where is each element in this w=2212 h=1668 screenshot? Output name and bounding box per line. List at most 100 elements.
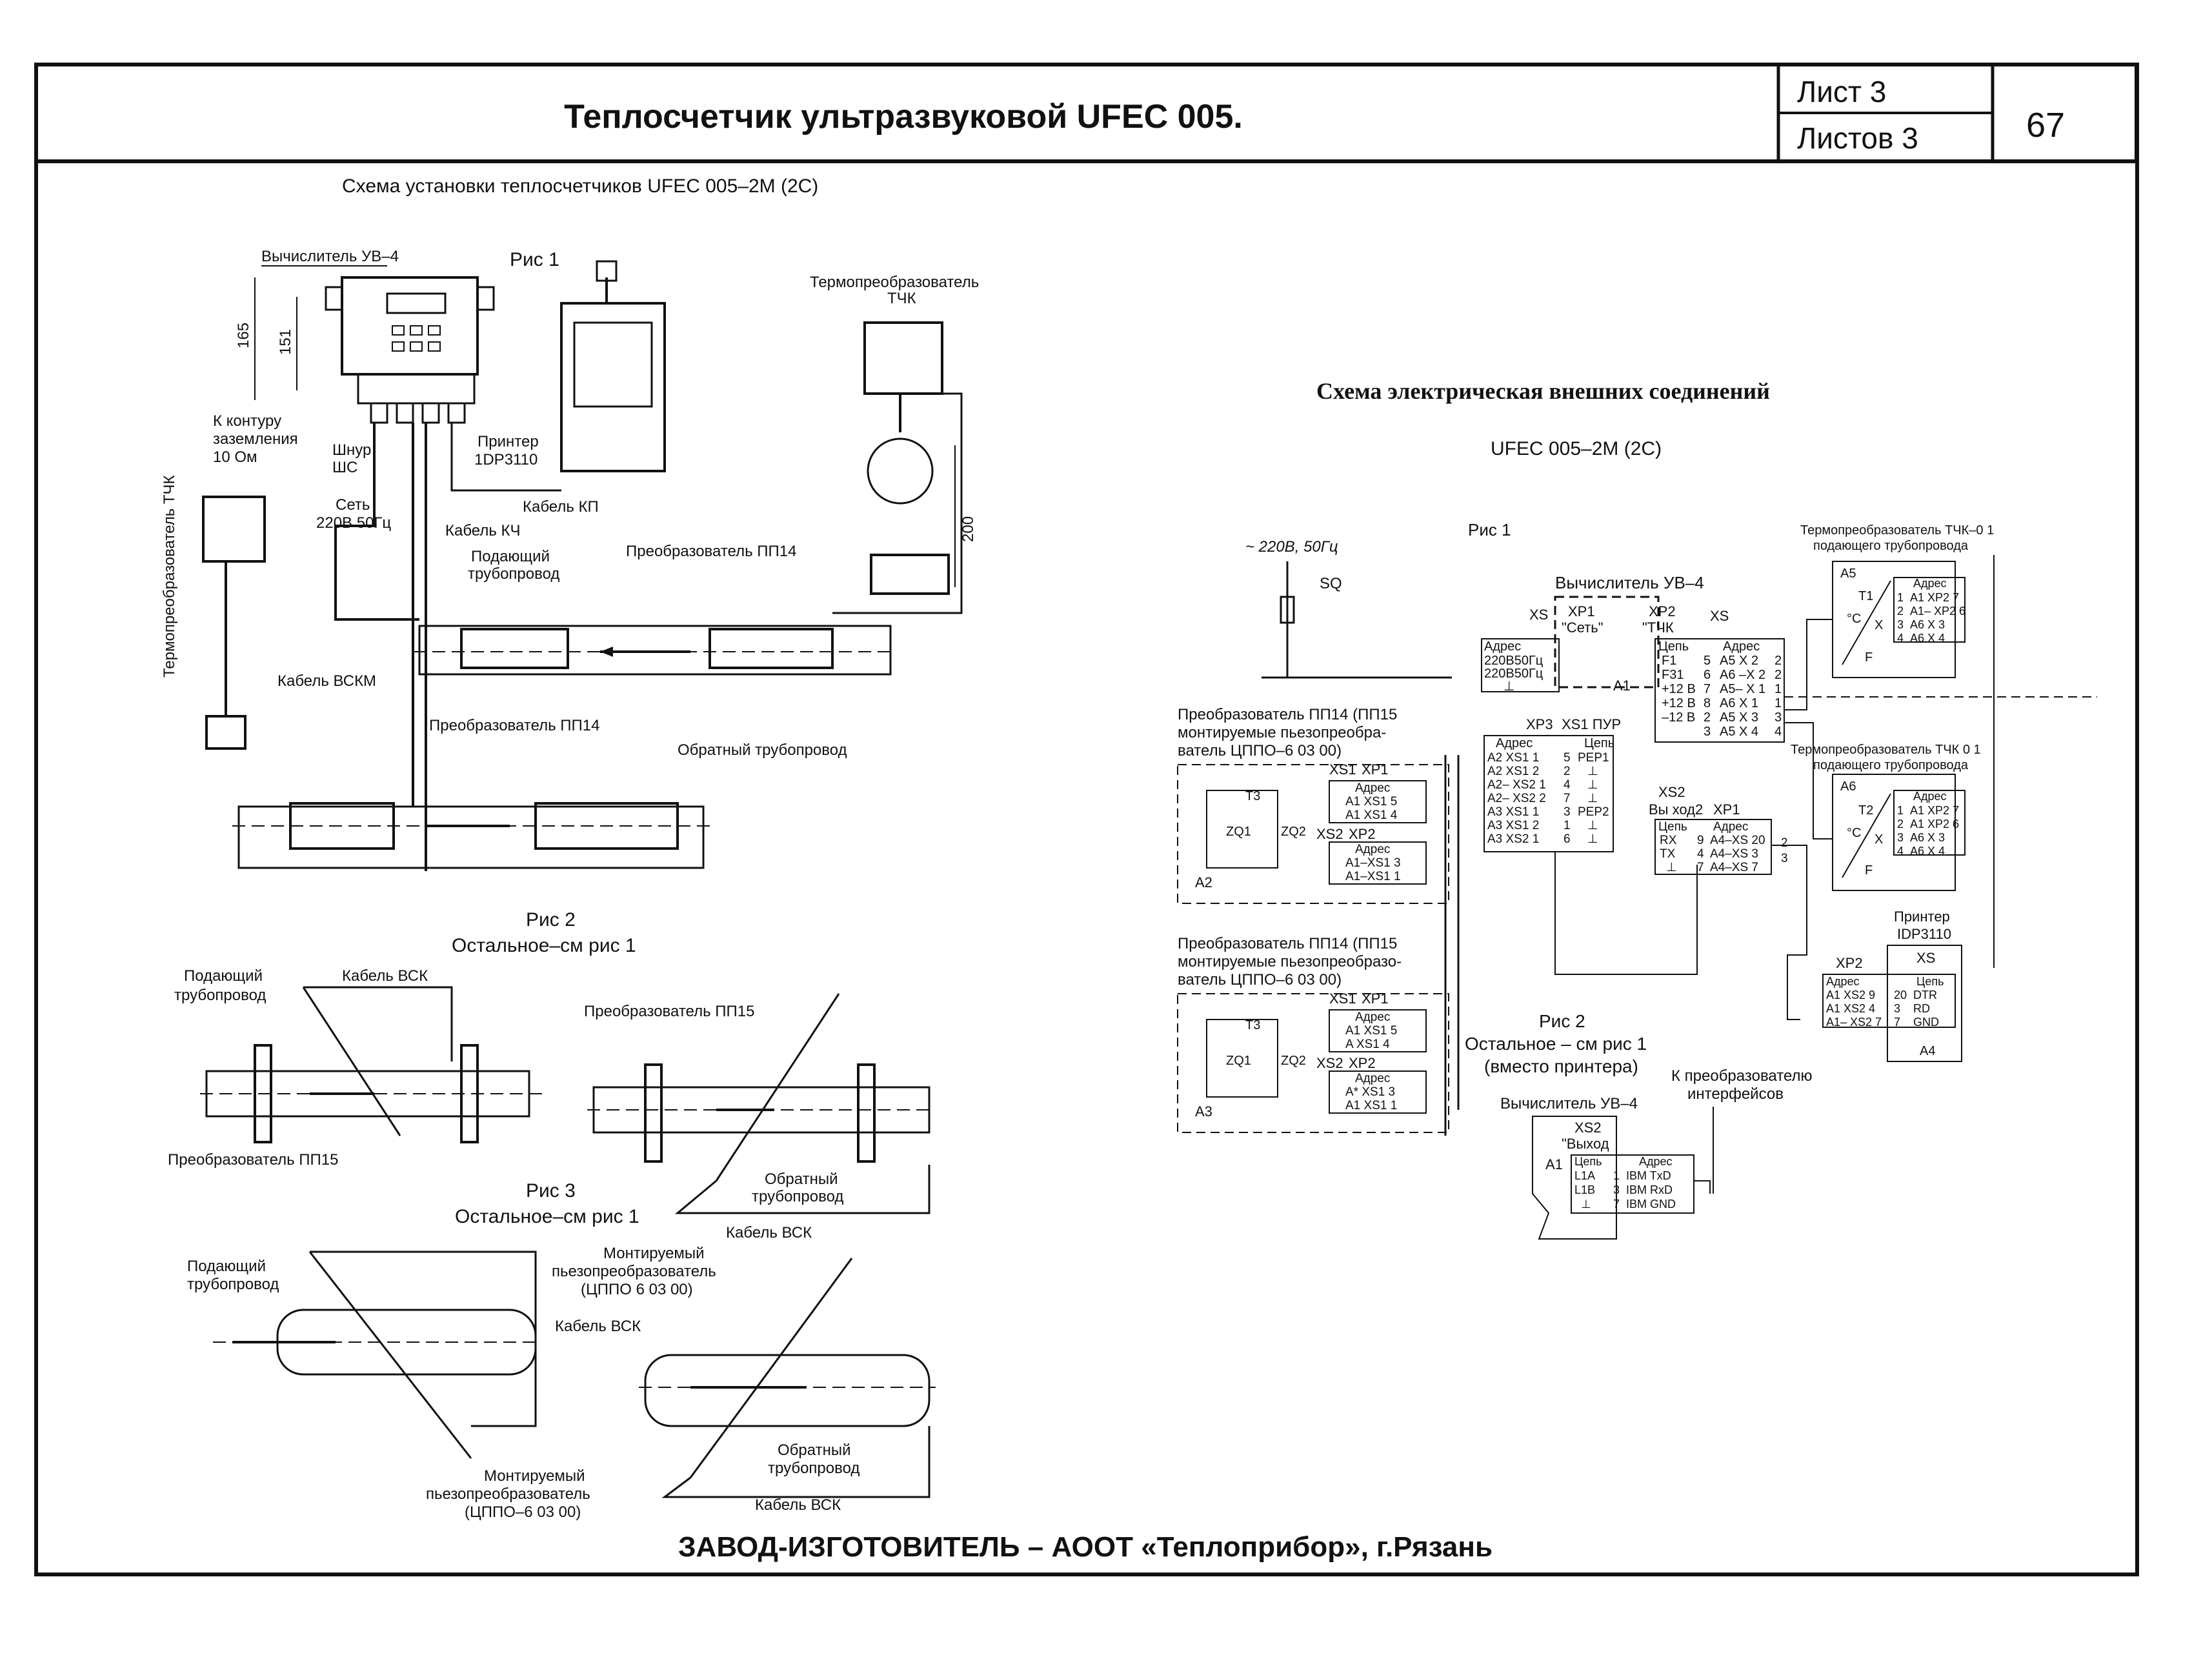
t1-row-4-addr: A6 X 4 bbox=[1910, 632, 1945, 645]
electric-fig2-note-2: (вместо принтера) bbox=[1484, 1056, 1638, 1076]
xp3-row-3-circuit: ⊥ bbox=[1587, 778, 1598, 792]
fig2-row-3-circuit: ⊥ bbox=[1581, 1198, 1591, 1211]
t2-row-1-num: 1 bbox=[1897, 804, 1904, 817]
tchk-row-2-num: 6 bbox=[1704, 668, 1711, 682]
t1-row-2-num: 2 bbox=[1897, 605, 1904, 618]
printer-row-3-addr: A1– XS2 7 bbox=[1826, 1016, 1882, 1029]
xp3-row-4-addr: A2– XS2 2 bbox=[1487, 792, 1546, 805]
a3-xp2: XP2 bbox=[1349, 1055, 1376, 1071]
xp3-row-1-circuit: PEP1 bbox=[1578, 751, 1609, 765]
a3-row-2: A XS1 4 bbox=[1345, 1038, 1390, 1051]
xp3-row-1-addr: A2 XS1 1 bbox=[1487, 751, 1539, 765]
out-row-2-num: 4 bbox=[1697, 847, 1704, 861]
conv-pp14-top: Преобразователь ПП14 bbox=[626, 543, 797, 560]
xp1-net: XP1 bbox=[1568, 603, 1595, 619]
out-row-1-circuit: RX bbox=[1660, 834, 1677, 847]
a2-row-3: A1–XS1 3 bbox=[1345, 856, 1401, 870]
fig2-row-1-circuit: L1A bbox=[1574, 1169, 1595, 1182]
net-addr-header: Адрес bbox=[1484, 639, 1521, 654]
xp3-row-7-num: 6 bbox=[1563, 832, 1571, 846]
dim-151: 151 bbox=[277, 329, 294, 355]
ground-text-1: К контуру bbox=[213, 412, 281, 430]
power-supply: ~ 220В, 50Гц bbox=[1245, 538, 1338, 556]
xp3-row-4-circuit: ⊥ bbox=[1587, 792, 1598, 805]
t2-label-2: подающего трубопровода bbox=[1813, 758, 1969, 772]
fig3-mount-1: Монтируемый bbox=[603, 1245, 705, 1262]
out-circuit-header: Цепь bbox=[1658, 820, 1687, 834]
a3-desc-2: монтируемые пьезопреобразо- bbox=[1178, 953, 1402, 970]
printer-circuit-header: Цепь bbox=[1916, 975, 1944, 988]
t2-f: F bbox=[1865, 863, 1873, 878]
electric-subtitle: UFEC 005–2М (2С) bbox=[1491, 438, 1662, 459]
printer-row-2-addr: A1 XS2 4 bbox=[1826, 1002, 1875, 1015]
out-row-2-pin: 3 bbox=[1781, 852, 1788, 865]
installation-scheme: Схема установки теплосчетчиков UFEC 005–… bbox=[161, 176, 979, 1521]
a3-zq1: ZQ1 bbox=[1226, 1054, 1251, 1068]
electric-fig1: Рис 1 bbox=[1468, 520, 1511, 539]
printer-xs: XS bbox=[1916, 950, 1935, 966]
printer-row-3-circuit: GND bbox=[1913, 1016, 1939, 1029]
to-converter-1: К преобразователю bbox=[1671, 1067, 1813, 1085]
a2-xs2: XS2 bbox=[1316, 826, 1343, 842]
xp3-rows: A2 XS1 1 5 PEP1 A2 XS1 2 2 ⊥ A2– XS2 1 4… bbox=[1487, 751, 1609, 846]
tchk-circuit-header: Цепь bbox=[1658, 639, 1689, 654]
a2-label: A2 bbox=[1195, 874, 1212, 890]
xp3-row-7-circuit: ⊥ bbox=[1587, 832, 1598, 846]
a1-label: A1 bbox=[1613, 678, 1631, 694]
printer-row-1-circuit: DTR bbox=[1913, 989, 1937, 1001]
tchk-row-2-pin: 2 bbox=[1775, 668, 1782, 682]
t2-row-3-num: 3 bbox=[1897, 831, 1904, 844]
a3-addr-1: Адрес bbox=[1355, 1010, 1390, 1024]
out-row-3-num: 7 bbox=[1697, 861, 1704, 874]
printer-row-1-addr: A1 XS2 9 bbox=[1826, 989, 1875, 1001]
a2-desc-1: Преобразователь ПП14 (ПП15 bbox=[1178, 706, 1397, 723]
xp3-row-6-circuit: ⊥ bbox=[1587, 819, 1598, 832]
xp3-label: XP3 bbox=[1526, 716, 1553, 732]
manufacturer-footer: ЗАВОД-ИЗГОТОВИТЕЛЬ – АООТ «Теплоприбор»,… bbox=[678, 1531, 1493, 1563]
fig2-a1: A1 bbox=[1545, 1156, 1563, 1172]
t2-label: Термопреобразователь ТЧК 0 1 bbox=[1791, 743, 1981, 757]
calc-label: Вычислитель УВ–4 bbox=[261, 248, 399, 265]
fig2-row-2-num: 3 bbox=[1613, 1183, 1620, 1196]
t1-row-3-num: 3 bbox=[1897, 618, 1904, 631]
net-text-1: Сеть bbox=[336, 496, 370, 514]
a2-desc-2: монтируемые пьезопреобра- bbox=[1178, 724, 1386, 741]
fig1-label: Рис 1 bbox=[510, 249, 559, 270]
fig2-xs2: XS2 bbox=[1574, 1120, 1602, 1136]
out-xp1: XP1 bbox=[1713, 801, 1740, 818]
fig2-supply-1: Подающий bbox=[184, 967, 263, 985]
a2-xs1: XS1 bbox=[1329, 761, 1356, 778]
cord-text-1: Шнур bbox=[332, 441, 371, 459]
xp3-row-5-circuit: PEP2 bbox=[1578, 805, 1609, 819]
thermo-left: Термопреобразователь ТЧК bbox=[161, 475, 178, 678]
xp3-row-2-num: 2 bbox=[1563, 765, 1571, 778]
tchk-row-2-addr: A6 –X 2 bbox=[1720, 668, 1765, 682]
t1-label-2: подающего трубопровода bbox=[1813, 539, 1969, 553]
tchk-row-4-circuit: +12 В bbox=[1662, 696, 1696, 710]
net-row-2: 220В50Гц bbox=[1484, 667, 1543, 681]
t1-row-2-addr: A1– XP2 6 bbox=[1910, 605, 1966, 618]
sheet-frame bbox=[34, 63, 2139, 1576]
tchk-row-6-pin: 4 bbox=[1775, 725, 1782, 739]
t2-row-4-addr: A6 X 4 bbox=[1910, 845, 1945, 858]
fig2-return-2: трубопровод bbox=[752, 1188, 843, 1205]
thermo-tchk: ТЧК bbox=[887, 290, 916, 307]
fig2-row-3-num: 7 bbox=[1613, 1198, 1620, 1211]
t2-deg: °C bbox=[1847, 826, 1861, 840]
printer-text-1: Принтер bbox=[478, 433, 539, 450]
fig2-row-1-addr: IBM TxD bbox=[1626, 1169, 1671, 1182]
page-number: 67 bbox=[2026, 106, 2065, 145]
xs-left: XS bbox=[1529, 607, 1548, 623]
t1-row-3-addr: A6 X 3 bbox=[1910, 618, 1945, 631]
return-pipe-1: Обратный трубопровод bbox=[678, 741, 847, 759]
out-row-2-addr: A4–XS 3 bbox=[1710, 847, 1758, 861]
to-converter-2: интерфейсов bbox=[1687, 1085, 1784, 1103]
xp3-row-2-circuit: ⊥ bbox=[1587, 765, 1598, 778]
t2-row-3-addr: A6 X 3 bbox=[1910, 831, 1945, 844]
fig3-return-1: Обратный bbox=[778, 1442, 850, 1459]
fig2-row-2-addr: IBM RxD bbox=[1626, 1183, 1673, 1196]
fig2-return-1: Обратный bbox=[765, 1171, 838, 1188]
tchk-row-1-circuit: F1 bbox=[1662, 654, 1676, 668]
t1-row-1-num: 1 bbox=[1897, 591, 1904, 604]
tchk-row-1-addr: A5 X 2 bbox=[1720, 654, 1758, 668]
